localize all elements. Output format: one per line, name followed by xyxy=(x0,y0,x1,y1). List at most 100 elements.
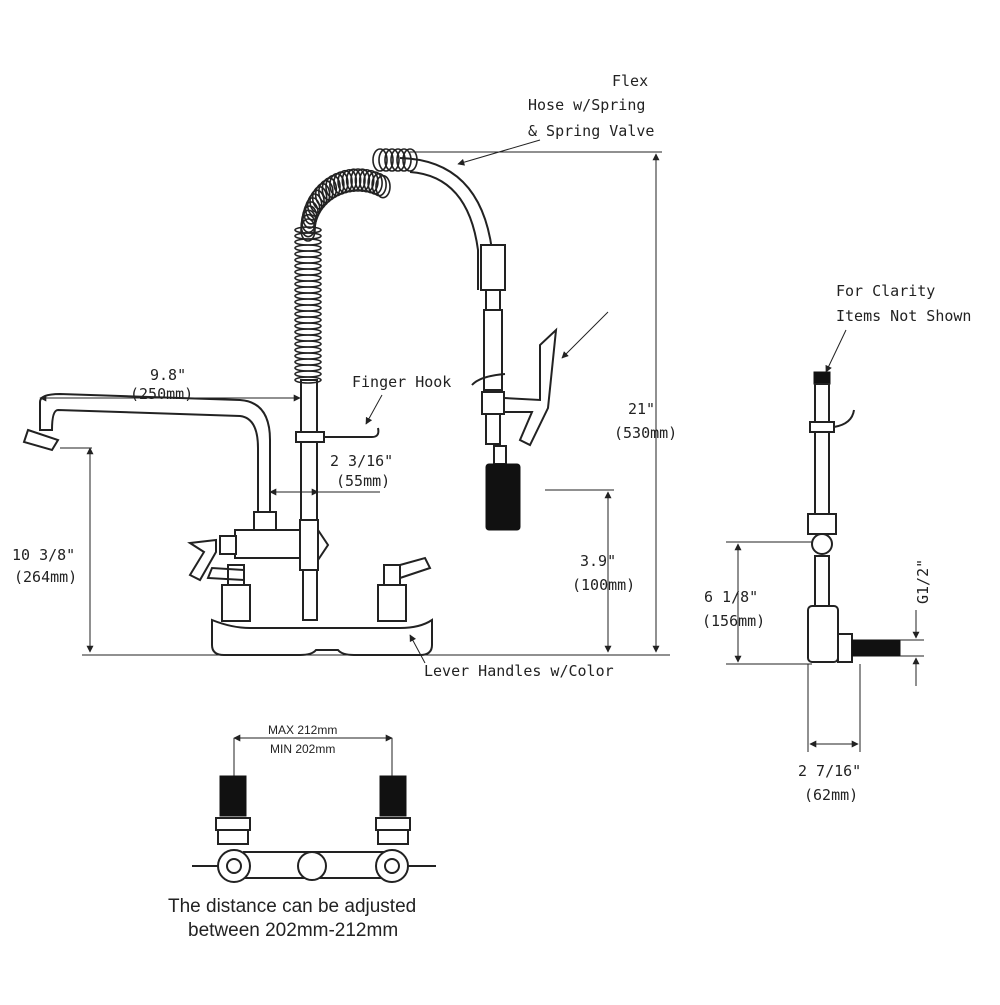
dim-side-height: 6 1/8" (156mm) xyxy=(702,541,812,665)
front-lever-handle xyxy=(187,538,217,582)
valve-cap xyxy=(219,535,237,555)
spring-coil-ring xyxy=(294,280,322,288)
spray-trigger xyxy=(503,327,558,447)
spray-height-mm: (100mm) xyxy=(572,576,635,594)
spring-coil-ring xyxy=(294,298,322,306)
spring-coil-ring xyxy=(294,310,322,318)
spout-height-label: 10 3/8" xyxy=(12,546,75,564)
dim-spout-reach: 9.8" (250mm) xyxy=(39,366,301,403)
spring-coil-ring xyxy=(358,168,375,193)
spring-coil-ring xyxy=(294,370,322,378)
spring-coil-ring xyxy=(294,250,322,258)
spray-neck xyxy=(493,445,507,465)
hook-offset-mm: (55mm) xyxy=(336,472,390,490)
finger-hook-label: Finger Hook xyxy=(352,373,451,391)
spring-coil-ring xyxy=(294,244,322,252)
spring-coil-ring xyxy=(375,174,391,199)
flex-hose-callout: Flex Hose w/Spring & Spring Valve xyxy=(457,72,654,359)
spring-coil-ring xyxy=(294,292,322,300)
spring-coil-ring xyxy=(294,340,322,348)
spout-reach-label: 9.8" xyxy=(150,366,186,384)
spring-coil-ring xyxy=(294,364,322,372)
dim-thread: G1/2" xyxy=(900,559,932,686)
lever-handles-callout: Lever Handles w/Color xyxy=(409,634,614,680)
right-inlet xyxy=(377,584,407,622)
riser-pipe xyxy=(300,379,318,541)
total-height-label: 21" xyxy=(628,400,655,418)
side-depth-label: 2 7/16" xyxy=(798,762,861,780)
riser-lower xyxy=(302,569,318,621)
spring-coil-ring xyxy=(378,148,394,172)
spring-coil-ring xyxy=(396,148,412,172)
max-span-label: MAX 212mm xyxy=(268,723,337,737)
spray-valve xyxy=(481,391,505,415)
min-span-label: MIN 202mm xyxy=(270,742,335,756)
right-bottom-thread xyxy=(379,775,407,817)
dim-hook-offset: 2 3/16" (55mm) xyxy=(269,452,393,496)
spring-coil-ring xyxy=(294,286,322,294)
spring-coil-ring xyxy=(372,148,388,172)
spring-coil-ring xyxy=(354,168,371,192)
side-valve xyxy=(811,533,833,555)
dim-total-height: 21" (530mm) xyxy=(410,151,677,653)
side-thread-top xyxy=(813,371,831,385)
spray-body xyxy=(485,413,501,445)
left-bottom-thread xyxy=(219,775,247,817)
left-lever-handle xyxy=(206,566,245,581)
spray-guard xyxy=(471,373,506,386)
spray-handle-tube xyxy=(483,309,503,391)
left-bottom-valve-inner xyxy=(226,858,242,874)
left-inlet xyxy=(221,584,251,622)
spring-coil-ring xyxy=(294,316,322,324)
spring-coil-ring xyxy=(294,274,322,282)
flex-hose xyxy=(399,157,493,290)
spout xyxy=(39,392,271,516)
hose-ferrule xyxy=(480,244,506,291)
thread-label: G1/2" xyxy=(914,559,932,604)
spout-reach-mm: (250mm) xyxy=(130,385,193,403)
side-nut xyxy=(837,633,853,663)
side-union xyxy=(807,513,837,535)
side-lower-pipe xyxy=(814,555,830,607)
bottom-view-faucet: MAX 212mm MIN 202mm The distance can be … xyxy=(168,723,436,941)
spring-coil-ring xyxy=(341,168,358,193)
side-depth-mm: (62mm) xyxy=(804,786,858,804)
riser-valve xyxy=(317,529,330,561)
hook-offset-label: 2 3/16" xyxy=(330,452,393,470)
side-view-faucet xyxy=(807,371,901,663)
left-stem xyxy=(227,564,245,586)
dim-spray-height: 3.9" (100mm) xyxy=(545,489,635,653)
left-bottom-nut xyxy=(215,817,251,831)
side-height-mm: (156mm) xyxy=(702,612,765,630)
left-bottom-washer xyxy=(217,829,249,845)
finger-hook xyxy=(324,427,380,438)
spring-coil-ring xyxy=(345,168,362,192)
flex-label-line2: Hose w/Spring xyxy=(528,96,645,114)
spring-coil-ring xyxy=(350,168,366,192)
side-riser xyxy=(814,383,830,515)
spring-coil-ring xyxy=(318,179,334,204)
spring-coil xyxy=(294,148,418,384)
dim-side-depth: 2 7/16" (62mm) xyxy=(798,664,861,804)
spring-coil-ring xyxy=(294,262,322,270)
spring-coil-ring xyxy=(309,189,325,214)
spring-coil-ring xyxy=(294,352,322,360)
hook-collar xyxy=(295,431,325,443)
right-lever-handle xyxy=(399,556,432,579)
spring-coil-ring xyxy=(294,334,322,342)
spring-coil-ring xyxy=(294,304,322,312)
spray-head xyxy=(485,463,521,531)
hose-fitting xyxy=(485,289,501,311)
right-bottom-nut xyxy=(375,817,411,831)
side-hook-collar xyxy=(809,421,835,433)
caption-line1: The distance can be adjusted xyxy=(168,896,416,917)
lever-handles-label: Lever Handles w/Color xyxy=(424,662,614,680)
spout-height-mm: (264mm) xyxy=(14,568,77,586)
bottom-center-hub xyxy=(297,851,327,881)
spring-coil-ring xyxy=(294,346,322,354)
clarity-line1: For Clarity xyxy=(836,282,935,300)
spray-height-label: 3.9" xyxy=(580,552,616,570)
flex-label-line1: Flex xyxy=(612,72,648,90)
right-bottom-valve-inner xyxy=(384,858,400,874)
flex-label-line3: & Spring Valve xyxy=(528,122,654,140)
